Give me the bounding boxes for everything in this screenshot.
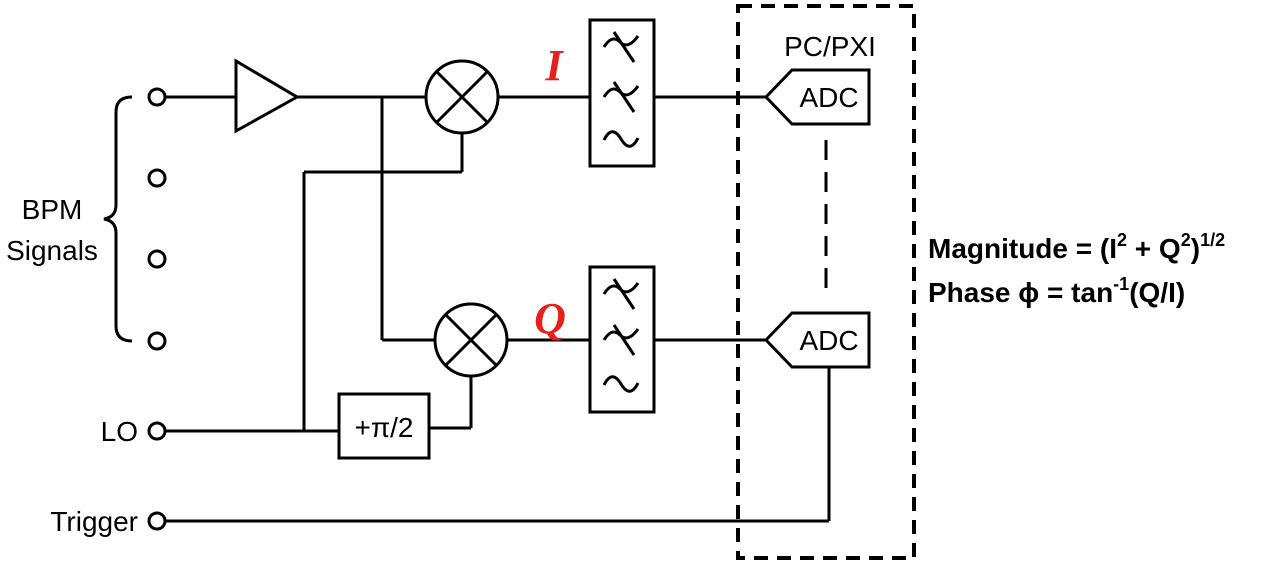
bpm-label-line2: Signals [6,235,98,266]
mixer-q [433,302,509,378]
filter-bank-q [588,265,656,414]
filter-symbol [602,278,640,310]
phase-equation: Phase ϕ = tan-1(Q/I) [928,274,1185,308]
filter-symbol [602,81,640,113]
bpm-label-line1: BPM [22,194,83,225]
signal-i-label: I [544,41,564,90]
filter-symbol [602,31,640,63]
bpm-input-terminal [147,168,167,188]
bpm-input-terminal [147,249,167,269]
magnitude-equation: Magnitude = (I2 + Q2)1/2 [928,230,1225,264]
trigger-terminal [147,511,167,531]
bpm-input-terminal [147,87,167,107]
adc-top [763,68,871,126]
filter-symbol [602,324,640,356]
signal-q-label: Q [534,294,566,343]
filter-symbol [602,375,640,393]
lo-label: LO [101,416,138,447]
bpm-inputs [147,87,167,351]
bpm-brace [103,95,133,343]
adc-bottom [763,311,871,369]
pc-pxi-label: PC/PXI [784,31,876,62]
bpm-input-terminal [147,331,167,351]
lo-terminal [147,421,167,441]
mixer-i [424,59,500,135]
filter-bank-i [588,18,656,168]
trigger-label: Trigger [50,506,138,537]
adc-bottom-label: ADC [799,325,858,356]
adc-top-label: ADC [799,82,858,113]
phase-shifter-box [337,392,431,460]
filter-symbol [602,130,640,148]
pc-pxi-enclosure [736,4,916,560]
amplifier [234,58,301,134]
phase-shifter-label: +π/2 [354,412,413,443]
